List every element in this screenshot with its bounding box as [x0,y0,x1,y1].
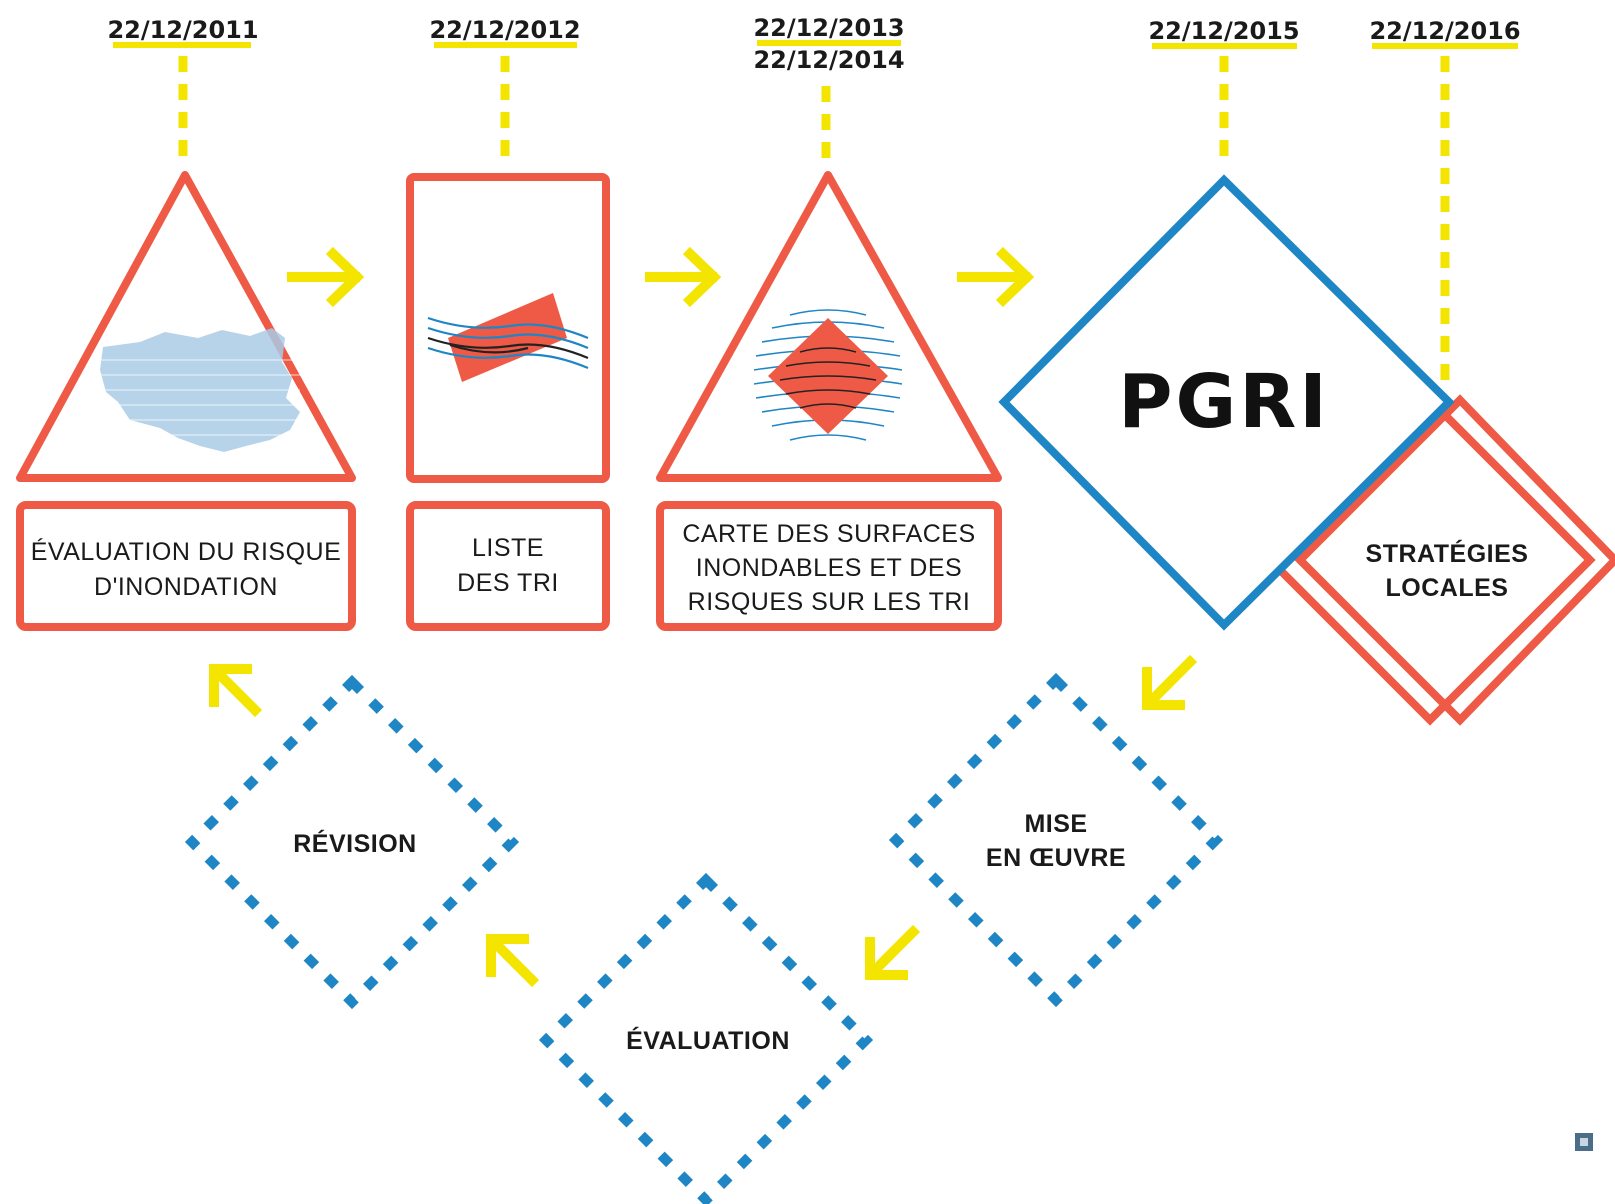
arrow-icon [486,934,540,988]
tri-list-icon [427,293,589,382]
date-2012: 22/12/2012 [429,16,580,44]
label-evaluation: ÉVALUATION [626,1026,790,1055]
step-carte: CARTE DES SURFACES INONDABLES ET DES RIS… [656,171,1002,631]
date-2014: 22/12/2014 [753,46,904,74]
arrow-icon [645,246,722,308]
date-2012-group: 22/12/2012 [429,16,581,158]
step-liste-tri: LISTE DES TRI [406,173,610,631]
label-mise-en-oeuvre-line1: MISE [1024,810,1087,838]
cycle-evaluation: ÉVALUATION [538,872,874,1204]
date-2013: 22/12/2013 [753,14,904,42]
date-2015: 22/12/2015 [1148,17,1299,45]
strategies-label-group: STRATÉGIES LOCALES [1366,539,1529,602]
label-evaluation-risque-line2: D'INONDATION [94,573,278,601]
basin-map-icon [100,328,300,452]
flood-map-icon [753,309,903,441]
arrow-icon [1142,654,1198,710]
label-strategies-line1: STRATÉGIES [1366,539,1529,568]
label-liste-tri-line2: DES TRI [457,569,559,597]
step-evaluation-risque: ÉVALUATION DU RISQUE D'INONDATION [16,171,356,631]
label-carte-line3: RISQUES SUR LES TRI [688,588,971,616]
date-2013-2014-group: 22/12/2013 22/12/2014 [753,14,905,158]
label-liste-tri-line1: LISTE [472,534,544,562]
label-carte-line2: INONDABLES ET DES [696,554,962,582]
arrow-icon [865,924,921,980]
label-revision: RÉVISION [293,829,416,858]
arrow-icon [957,246,1035,308]
label-carte-line1: CARTE DES SURFACES [682,520,975,548]
date-2011-group: 22/12/2011 [107,16,259,158]
arrow-icon [287,246,365,308]
date-2015-group: 22/12/2015 [1148,17,1300,158]
step-pgri: PGRI [998,174,1455,631]
date-2016: 22/12/2016 [1369,17,1520,45]
cycle-revision: RÉVISION [184,674,520,1010]
label-evaluation-risque-line1: ÉVALUATION DU RISQUE [31,537,342,566]
label-strategies-line2: LOCALES [1386,574,1509,602]
cycle-mise-en-oeuvre: MISE EN ŒUVRE [888,672,1224,1008]
label-mise-en-oeuvre-line2: EN ŒUVRE [986,844,1126,872]
date-2011: 22/12/2011 [107,16,258,44]
date-2016-group: 22/12/2016 [1369,17,1521,380]
label-pgri: PGRI [1118,359,1330,445]
arrow-icon [209,664,263,718]
